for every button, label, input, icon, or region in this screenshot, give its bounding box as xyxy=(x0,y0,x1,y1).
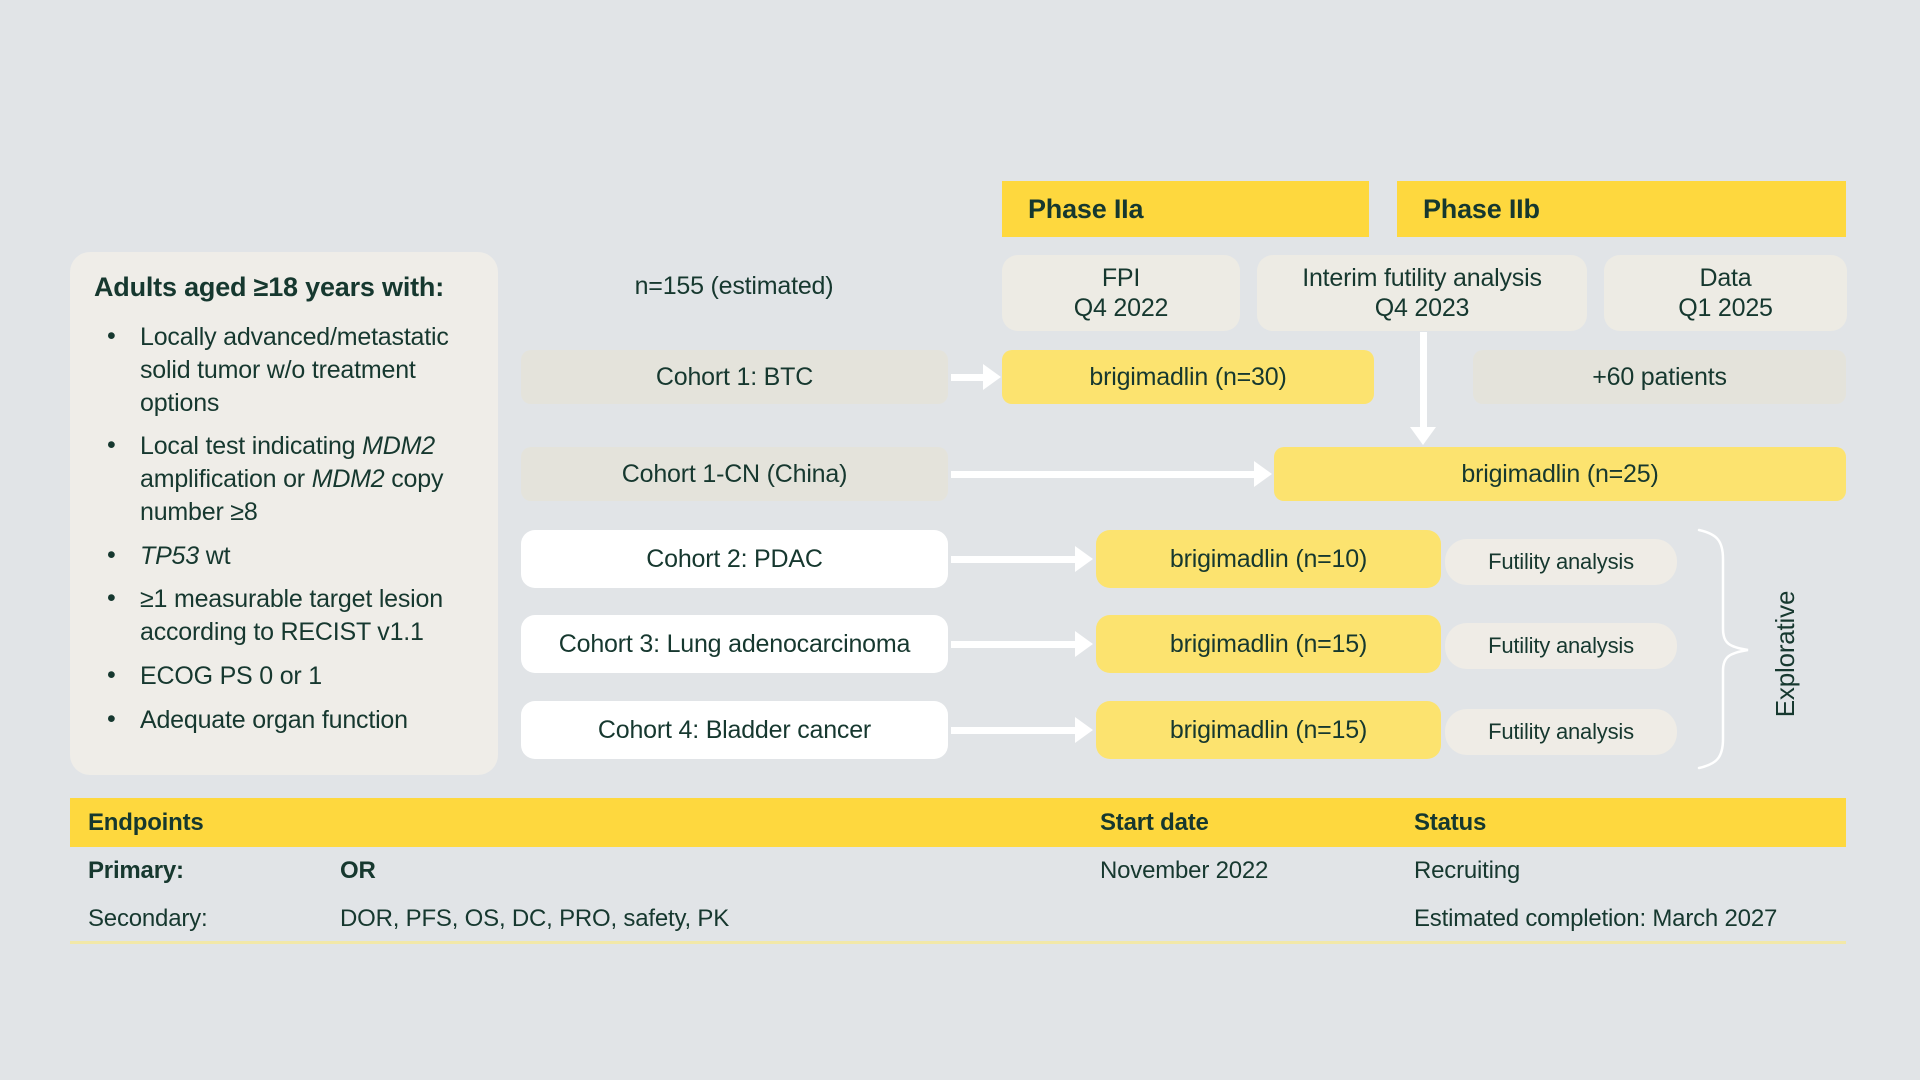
phase-2b-header: Phase IIb xyxy=(1397,181,1846,237)
futility-analysis-box: Futility analysis xyxy=(1445,709,1677,755)
arrow-head xyxy=(1075,546,1093,572)
arrow-shaft xyxy=(951,470,1254,478)
futility-analysis-box: Futility analysis xyxy=(1445,539,1677,585)
phase-2b-label: Phase IIb xyxy=(1423,193,1540,224)
futility-analysis-box: Futility analysis xyxy=(1445,623,1677,669)
arrow-head xyxy=(1254,461,1272,487)
secondary-endpoint-value: DOR, PFS, OS, DC, PRO, safety, PK xyxy=(340,905,730,932)
milestone-data-line1: Data xyxy=(1699,263,1752,292)
cohort-1cn-box: Cohort 1-CN (China) xyxy=(521,447,948,501)
eligibility-item: Locally advanced/metastatic solid tumor … xyxy=(94,320,474,419)
eligibility-item: ECOG PS 0 or 1 xyxy=(94,659,474,693)
arrow-shaft xyxy=(951,555,1075,563)
estimated-completion-value: Estimated completion: March 2027 xyxy=(1414,905,1778,932)
cohort-4-box: Cohort 4: Bladder cancer xyxy=(521,701,948,759)
eligibility-title: Adults aged ≥18 years with: xyxy=(94,272,445,302)
arrow-head xyxy=(1410,427,1436,445)
start-date-value: November 2022 xyxy=(1100,857,1269,884)
endpoints-table-header: Endpoints Start date Status xyxy=(70,798,1846,847)
cohort-1-arm-box: brigimadlin (n=30) xyxy=(1002,350,1374,404)
primary-label: Primary: xyxy=(88,857,184,884)
cohort-1cn-arm-box: brigimadlin (n=25) xyxy=(1274,447,1846,501)
estimated-enrollment-label: n=155 (estimated) xyxy=(634,272,834,300)
arrow-down-icon xyxy=(1410,332,1436,445)
milestone-data-line2: Q1 2025 xyxy=(1678,294,1773,322)
eligibility-item: TP53 wt xyxy=(94,539,474,573)
cohort-3-arm-box: brigimadlin (n=15) xyxy=(1096,615,1441,673)
phase-2a-label: Phase IIa xyxy=(1028,193,1144,224)
arrow-shaft xyxy=(951,640,1075,648)
arrow-head xyxy=(983,364,1001,390)
explorative-label: Explorative xyxy=(1770,590,1800,718)
secondary-label: Secondary: xyxy=(88,905,208,932)
cohort-4-arm-box: brigimadlin (n=15) xyxy=(1096,701,1441,759)
milestone-data: Data Q1 2025 xyxy=(1604,255,1847,331)
primary-endpoint-value: OR xyxy=(340,857,376,884)
header-start-date: Start date xyxy=(1100,808,1209,836)
milestone-interim-line2: Q4 2023 xyxy=(1374,294,1470,322)
arrow-right-icon xyxy=(951,717,1093,743)
arrow-right-icon xyxy=(951,364,1001,390)
cohort-2-arm-box: brigimadlin (n=10) xyxy=(1096,530,1441,588)
milestone-interim-futility: Interim futility analysis Q4 2023 xyxy=(1257,255,1587,331)
cohort-3-box: Cohort 3: Lung adenocarcinoma xyxy=(521,615,948,673)
eligibility-item: ≥1 measurable target lesion according to… xyxy=(94,582,474,649)
phase-2a-header: Phase IIa xyxy=(1002,181,1369,237)
brace-icon xyxy=(1697,528,1749,770)
eligibility-item: Local test indicating MDM2 amplification… xyxy=(94,429,474,528)
arrow-head xyxy=(1075,631,1093,657)
arrow-shaft xyxy=(951,726,1075,734)
cohort-2-box: Cohort 2: PDAC xyxy=(521,530,948,588)
table-row-secondary: Secondary: DOR, PFS, OS, DC, PRO, safety… xyxy=(70,901,1846,937)
arrow-shaft xyxy=(951,373,983,381)
arrow-right-icon xyxy=(951,461,1272,487)
eligibility-panel: Adults aged ≥18 years with: Locally adva… xyxy=(70,252,498,775)
eligibility-item: Adequate organ function xyxy=(94,703,474,737)
header-status: Status xyxy=(1414,808,1487,836)
cohort-1-box: Cohort 1: BTC xyxy=(521,350,948,404)
milestone-fpi-line1: FPI xyxy=(1101,263,1141,292)
table-bottom-rule xyxy=(70,941,1846,944)
milestone-fpi: FPI Q4 2022 xyxy=(1002,255,1240,331)
arrow-right-icon xyxy=(951,631,1093,657)
arrow-head xyxy=(1075,717,1093,743)
status-value: Recruiting xyxy=(1414,857,1521,884)
milestone-fpi-line2: Q4 2022 xyxy=(1073,294,1169,322)
cohort-1-expansion-box: +60 patients xyxy=(1473,350,1846,404)
milestone-interim-line1: Interim futility analysis xyxy=(1302,263,1542,292)
header-endpoints: Endpoints xyxy=(88,808,204,836)
arrow-right-icon xyxy=(951,546,1093,572)
table-row-primary: Primary: OR November 2022 Recruiting xyxy=(70,853,1846,889)
eligibility-list: Locally advanced/metastatic solid tumor … xyxy=(94,320,474,737)
arrow-shaft xyxy=(1419,332,1427,427)
